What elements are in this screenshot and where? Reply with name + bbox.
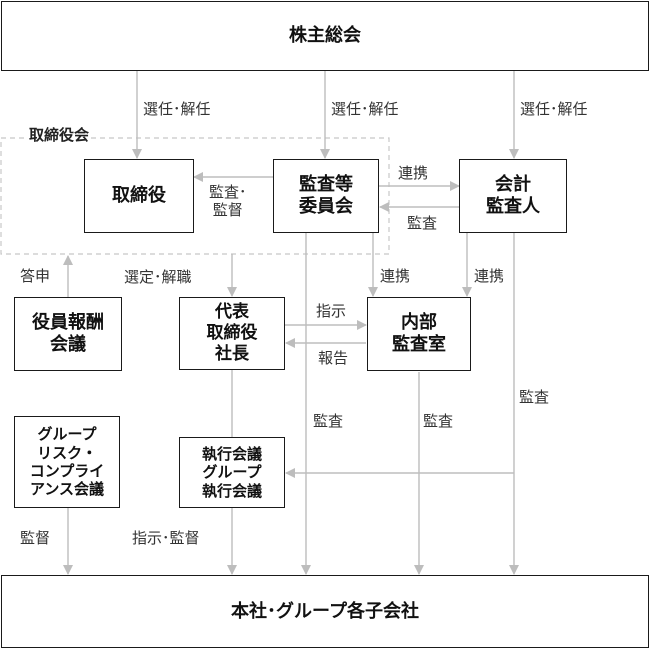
board-of-directors-box: 取締役 — [84, 159, 194, 233]
elect-label-audit-committee: 選任･解任 — [331, 100, 399, 118]
liaison-label-auditor-internal: 連携 — [474, 267, 505, 285]
executive-meeting-box: 執行会議 グループ 執行会議 — [179, 437, 285, 508]
accounting-auditor-box: 会計 監査人 — [459, 159, 567, 233]
risk-supervise-label: 監督 — [20, 529, 51, 547]
exec-instruct-supervise-label: 指示･監督 — [132, 529, 200, 547]
accounting-audit-label: 監査 — [519, 388, 550, 406]
elect-label-accounting-auditor: 選任･解任 — [520, 100, 588, 118]
elect-label-board: 選任･解任 — [143, 100, 211, 118]
audit-committee-box: 監査等 委員会 — [273, 159, 379, 233]
shareholders-meeting-box: 株主総会 — [1, 1, 649, 71]
liaison-label-committee-internal: 連携 — [380, 267, 411, 285]
liaison-label-top: 連携 — [398, 164, 429, 182]
audit-label-to-committee: 監査 — [407, 214, 438, 232]
report-label: 答申 — [20, 267, 51, 285]
reporting-label: 報告 — [318, 349, 349, 367]
committee-audit-label: 監査 — [313, 412, 344, 430]
president-box: 代表 取締役 社長 — [179, 297, 285, 370]
internal-audit-label: 監査 — [423, 412, 454, 430]
group-companies-box: 本社･グループ各子会社 — [1, 575, 649, 648]
risk-compliance-committee-box: グループ リスク・ コンプライ アンス会議 — [14, 416, 120, 508]
audit-supervise-label: 監査･ 監督 — [209, 183, 247, 219]
compensation-committee-box: 役員報酬 会議 — [14, 297, 122, 371]
board-group-label: 取締役会 — [27, 124, 92, 145]
board-group-boundary — [0, 137, 390, 255]
internal-audit-box: 内部 監査室 — [367, 297, 471, 371]
instruct-label: 指示 — [316, 302, 347, 320]
select-dismiss-label: 選定･解職 — [124, 268, 192, 286]
